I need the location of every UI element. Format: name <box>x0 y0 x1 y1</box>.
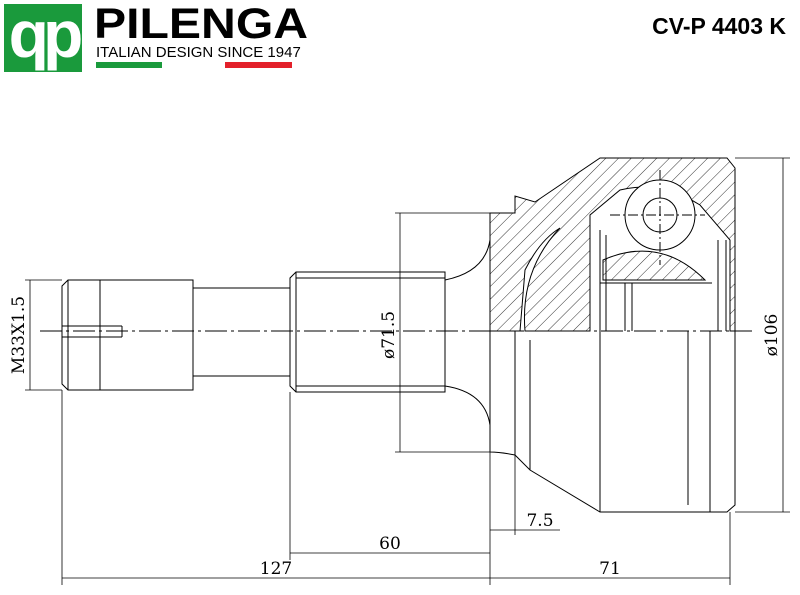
brand-name: PILENGA <box>94 0 309 48</box>
bell-housing-section <box>489 157 736 332</box>
logo: qp <box>4 0 84 72</box>
part-number: CV-P 4403 K <box>652 13 786 39</box>
dim-spline-length: 60 <box>379 534 401 554</box>
dim-total-length: 127 <box>260 559 292 579</box>
flag-stripe-red <box>225 62 292 68</box>
dim-bell-length: 71 <box>599 559 621 579</box>
flag-stripe-green <box>96 62 162 68</box>
inner-race <box>602 250 707 281</box>
dim-spline-diameter: ø71.5 <box>379 311 399 359</box>
dim-flange-offset: 7.5 <box>526 511 553 531</box>
spline-shaft <box>289 271 446 393</box>
bell-housing-outline <box>489 331 736 513</box>
dim-thread: M33X1.5 <box>9 296 29 374</box>
shaft-neck <box>193 287 290 377</box>
threaded-stub <box>61 279 194 391</box>
logo-mark: qp <box>8 0 84 71</box>
dimension-lines <box>25 157 790 585</box>
dim-outer-diameter: ø106 <box>762 314 782 357</box>
brand-tagline: ITALIAN DESIGN SINCE 1947 <box>96 44 301 61</box>
